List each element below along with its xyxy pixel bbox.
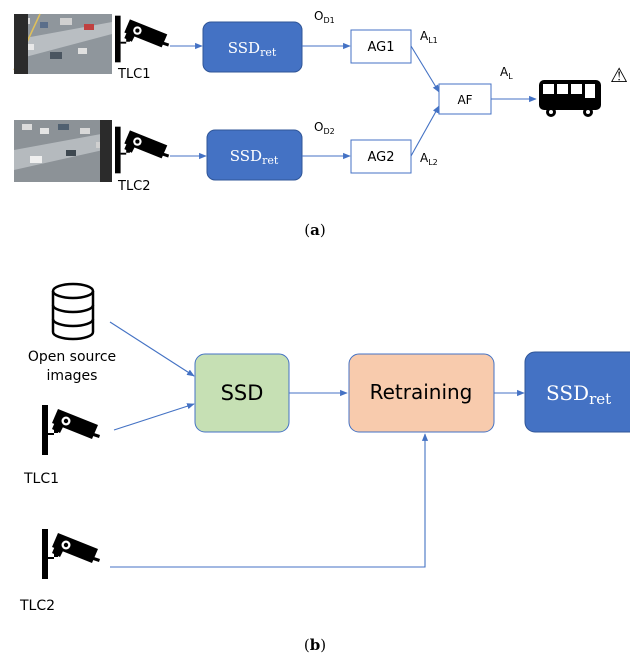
- bus-icon: [539, 80, 601, 117]
- af-box: [438, 83, 492, 115]
- ssd-ret-label-b: SSDret: [546, 381, 611, 408]
- cctv-camera-icon: [42, 529, 100, 579]
- tlc2-label-b: TLC2: [19, 598, 55, 614]
- warning-icon: ⚠: [610, 63, 628, 87]
- tlc1-label-b: TLC1: [23, 471, 59, 487]
- traffic-photo-2: [14, 120, 112, 182]
- ag1-label: AG1: [367, 40, 394, 55]
- ssd-ret-box-b: [524, 351, 630, 433]
- db-label-line1: Open source: [28, 349, 116, 365]
- af-label: AF: [457, 93, 472, 107]
- caption-b: (b): [304, 636, 326, 654]
- traffic-photo-1: [13, 13, 112, 74]
- arrow: [410, 45, 440, 93]
- ssd-label: SSD: [221, 381, 264, 405]
- db-label-line2: images: [47, 368, 98, 384]
- al2-label: AL2: [420, 151, 438, 167]
- database-icon: [51, 282, 95, 341]
- panel-a: TLC1 TLC2 SSDret SSDret OD1 OD2 AG1 AG2 …: [13, 9, 628, 239]
- cctv-camera-icon: [42, 405, 100, 455]
- ssd-ret-box-1: [202, 21, 303, 73]
- cctv-camera-icon: [115, 126, 170, 174]
- arrow: [113, 403, 195, 431]
- od1-label: OD1: [314, 9, 335, 25]
- od2-label: OD2: [314, 120, 335, 136]
- tlc2-label: TLC2: [117, 179, 151, 194]
- arrow: [410, 105, 440, 157]
- caption-a: (a): [304, 221, 325, 239]
- tlc1-label: TLC1: [117, 67, 151, 82]
- al1-label: AL1: [420, 29, 438, 45]
- ag2-label: AG2: [367, 150, 394, 165]
- arrow: [109, 321, 195, 377]
- ssd-ret-label-2: SSDret: [230, 147, 279, 167]
- ag1-box: [350, 29, 412, 64]
- cctv-camera-icon: [115, 15, 170, 63]
- arrow: [110, 433, 429, 568]
- retraining-label: Retraining: [370, 380, 473, 404]
- panel-b: Open source images TLC1 TLC2 SSD Retrain…: [19, 282, 630, 654]
- al-label: AL: [500, 65, 513, 81]
- ssd-ret-box-2: [206, 129, 303, 181]
- ag2-box: [350, 139, 412, 174]
- ssd-ret-label-1: SSDret: [228, 39, 277, 59]
